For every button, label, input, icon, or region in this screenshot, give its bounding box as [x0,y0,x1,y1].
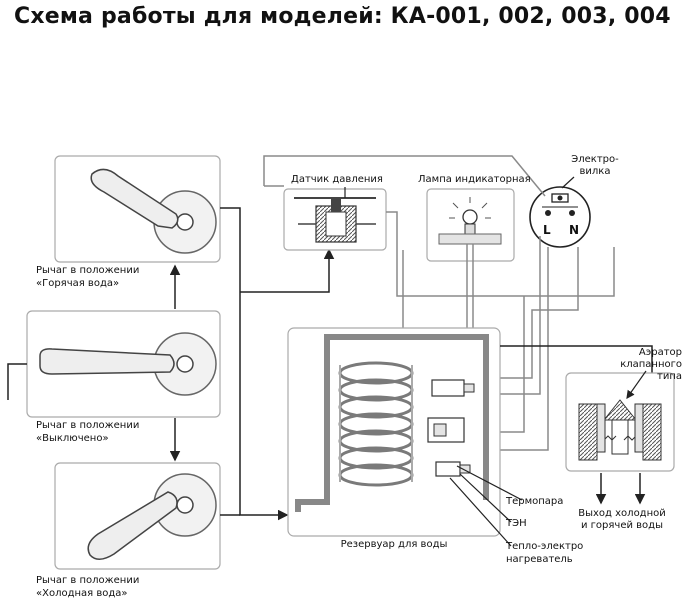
plug-icon [529,186,591,248]
thermal-heater-label-2: нагреватель [506,554,573,565]
reservoir [287,327,501,537]
thermal-heater-label-1: Тепло-электро [506,541,584,552]
lever-off-label-2: «Выключено» [36,433,109,444]
thermocouple-icon [431,379,465,397]
heater-label: ТЭН [506,518,527,529]
lever-hot-label-2: «Горячая вода» [36,278,120,289]
plug-label-2: вилка [579,166,611,177]
plug-n-label: N [569,223,580,237]
indicator-lamp-box [426,188,515,331]
lamp-icon [462,209,478,225]
heater-icon [435,461,461,477]
aerator-label-1: Аэратор [638,347,682,358]
plug [529,186,591,248]
lever-handle-icon [39,348,175,375]
plug-label-1: Электро- [571,154,619,165]
lever-handle-icon [90,168,179,229]
lever-cold-label-1: Рычаг в положении [36,575,140,586]
valve-aerator-icon [578,403,598,461]
plug-l-label: L [543,223,551,237]
lever-off-label-1: Рычаг в положении [36,420,140,431]
page-title: Схема работы для моделей: КА-001, 002, 0… [14,4,671,29]
pressure-sensor-box [283,188,387,251]
pressure-sensor-label: Датчик давления [291,174,383,185]
aerator [565,372,675,472]
outlet-label-2: и горячей воды [581,520,663,531]
outlet-label-1: Выход холодной [578,508,666,519]
aerator-label-2: клапанного [620,359,682,370]
indicator-lamp-label: Лампа индикаторная [418,174,531,185]
lever-cold-panel [54,462,221,570]
thermocouple-label: Термопара [506,496,564,507]
reservoir-label: Резервуар для воды [340,539,448,550]
lever-hot-label-1: Рычаг в положении [36,265,140,276]
lever-hot-panel [54,155,221,263]
coil-icon [338,361,414,487]
aerator-label-3: типа [657,371,682,382]
lever-cold-label-2: «Холодная вода» [36,588,128,599]
lever-off-panel [26,310,221,418]
lever-handle-icon [87,491,178,560]
